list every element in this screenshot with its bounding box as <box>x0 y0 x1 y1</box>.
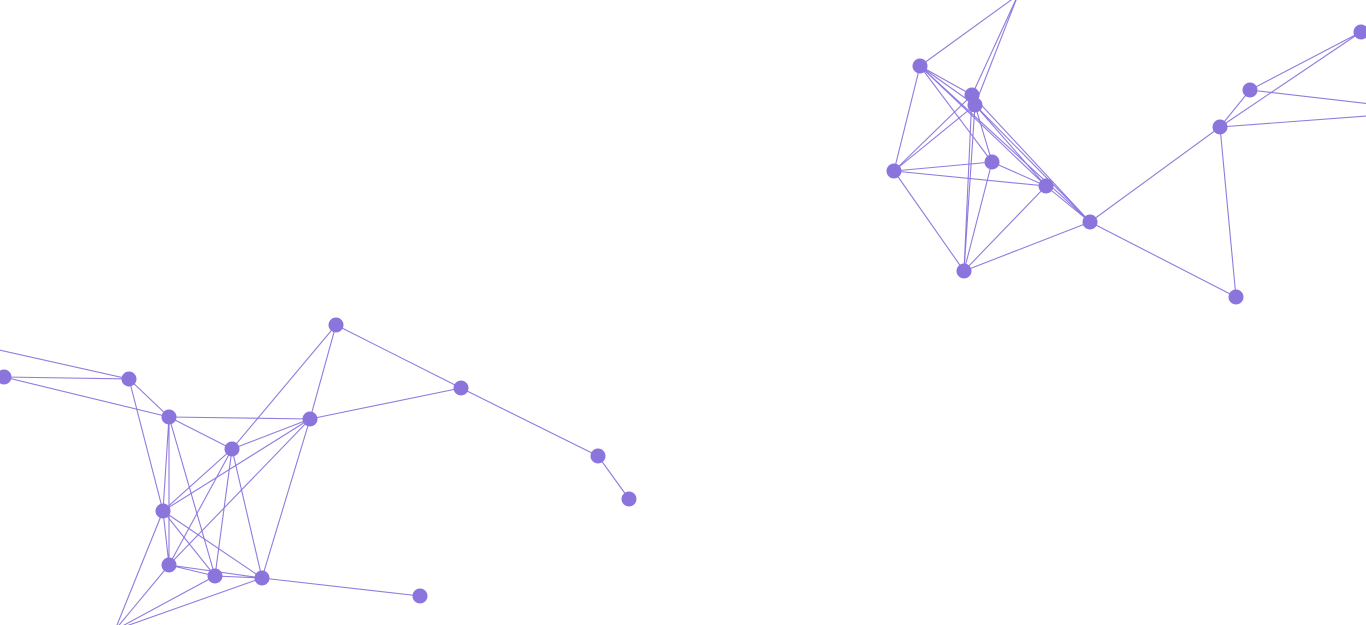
right-cluster-edge-31 <box>1249 89 1366 104</box>
right-cluster-node-0 <box>912 58 928 74</box>
right-cluster-edge-22 <box>1045 185 1091 223</box>
left-cluster-edge-1 <box>3 376 130 380</box>
left-cluster-node-9 <box>155 503 171 519</box>
left-cluster-node-0 <box>0 369 12 385</box>
left-cluster-edge-0 <box>0 349 130 380</box>
right-cluster-edge-13 <box>974 104 1047 187</box>
left-cluster-edge-10 <box>231 418 311 450</box>
left-cluster-node-7 <box>590 448 606 464</box>
left-cluster-edge-2 <box>3 376 170 418</box>
right-cluster-node-4 <box>984 154 1000 170</box>
right-cluster-edge-17 <box>893 161 993 172</box>
right-cluster-edge-26 <box>1089 221 1237 298</box>
right-cluster-node-8 <box>1212 119 1228 135</box>
right-cluster-edge-2 <box>974 0 1017 106</box>
right-cluster-edge-18 <box>893 170 1047 187</box>
right-cluster-edge-24 <box>963 221 1091 272</box>
right-cluster-edge-28 <box>1219 89 1251 128</box>
left-cluster-edge-26 <box>168 564 216 577</box>
right-cluster-edge-14 <box>974 104 1091 223</box>
left-cluster-edge-13 <box>168 448 233 566</box>
left-cluster-node-12 <box>254 570 270 586</box>
left-cluster-node-2 <box>161 409 177 425</box>
left-cluster-node-6 <box>453 380 469 396</box>
right-cluster-edge-23 <box>963 185 1047 272</box>
right-cluster-node-11 <box>1228 289 1244 305</box>
left-cluster-node-8 <box>621 491 637 507</box>
left-cluster-edge-23 <box>162 510 170 566</box>
left-cluster-edge-28 <box>214 575 263 579</box>
left-cluster-node-11 <box>207 568 223 584</box>
right-cluster-edge-32 <box>1219 115 1366 128</box>
left-cluster-edge-9 <box>168 416 216 577</box>
left-cluster-node-10 <box>161 557 177 573</box>
left-cluster-edge-16 <box>309 324 337 420</box>
right-cluster-edge-5 <box>893 65 921 172</box>
left-cluster-edge-25 <box>162 510 263 579</box>
left-cluster-edge-14 <box>214 448 233 577</box>
right-cluster-edge-10 <box>963 94 973 272</box>
left-cluster-edge-7 <box>162 416 170 512</box>
left-cluster-edge-20 <box>335 324 462 389</box>
right-cluster-node-10 <box>1353 24 1366 40</box>
left-cluster-edge-12 <box>162 448 233 512</box>
left-cluster-node-4 <box>302 411 318 427</box>
left-cluster-node-3 <box>224 441 240 457</box>
right-cluster-edge-9 <box>893 94 973 172</box>
right-cluster-edge-0 <box>919 0 1013 67</box>
right-cluster-edge-30 <box>1249 31 1362 91</box>
left-cluster-edge-17 <box>309 387 462 420</box>
left-cluster-node-13 <box>412 588 428 604</box>
left-cluster-edge-33 <box>123 575 216 625</box>
left-cluster-edge-29 <box>261 577 421 597</box>
right-cluster-node-7 <box>956 263 972 279</box>
right-cluster-edge-21 <box>963 161 993 272</box>
network-nodes <box>0 24 1366 604</box>
left-cluster-edge-19 <box>261 418 311 579</box>
right-cluster-node-6 <box>1082 214 1098 230</box>
left-cluster-edge-11 <box>231 324 337 450</box>
right-cluster-node-9 <box>1242 82 1258 98</box>
left-cluster-edge-32 <box>127 577 263 625</box>
left-cluster-edge-31 <box>118 564 170 625</box>
right-cluster-edge-25 <box>1089 126 1221 223</box>
right-cluster-edge-27 <box>1219 126 1237 298</box>
right-cluster-edge-1 <box>971 0 1017 96</box>
right-cluster-edge-19 <box>893 170 965 272</box>
left-cluster-node-1 <box>121 371 137 387</box>
right-cluster-node-3 <box>886 163 902 179</box>
left-cluster-edge-5 <box>168 416 233 450</box>
left-cluster-edge-15 <box>231 448 263 579</box>
left-cluster-edge-18 <box>162 418 311 512</box>
left-cluster-edge-30 <box>116 510 164 625</box>
right-cluster-edge-8 <box>919 65 1091 223</box>
right-cluster-edge-12 <box>974 104 993 163</box>
right-cluster-edge-3 <box>919 65 973 96</box>
right-cluster-edge-6 <box>919 65 993 163</box>
right-cluster-edge-29 <box>1219 31 1362 128</box>
left-cluster-node-5 <box>328 317 344 333</box>
left-cluster-edge-6 <box>168 416 311 420</box>
right-cluster-edge-20 <box>991 161 1047 187</box>
right-cluster-node-2 <box>967 97 983 113</box>
left-cluster-edge-4 <box>128 378 164 512</box>
left-cluster-edge-21 <box>460 387 599 457</box>
right-cluster-node-5 <box>1038 178 1054 194</box>
left-cluster-edge-22 <box>597 455 630 500</box>
right-cluster-edge-11 <box>893 104 976 172</box>
right-cluster-edge-15 <box>963 104 976 272</box>
right-cluster-edge-16 <box>971 94 1091 223</box>
left-cluster-edge-3 <box>128 378 170 418</box>
left-cluster-edge-34 <box>168 418 311 566</box>
